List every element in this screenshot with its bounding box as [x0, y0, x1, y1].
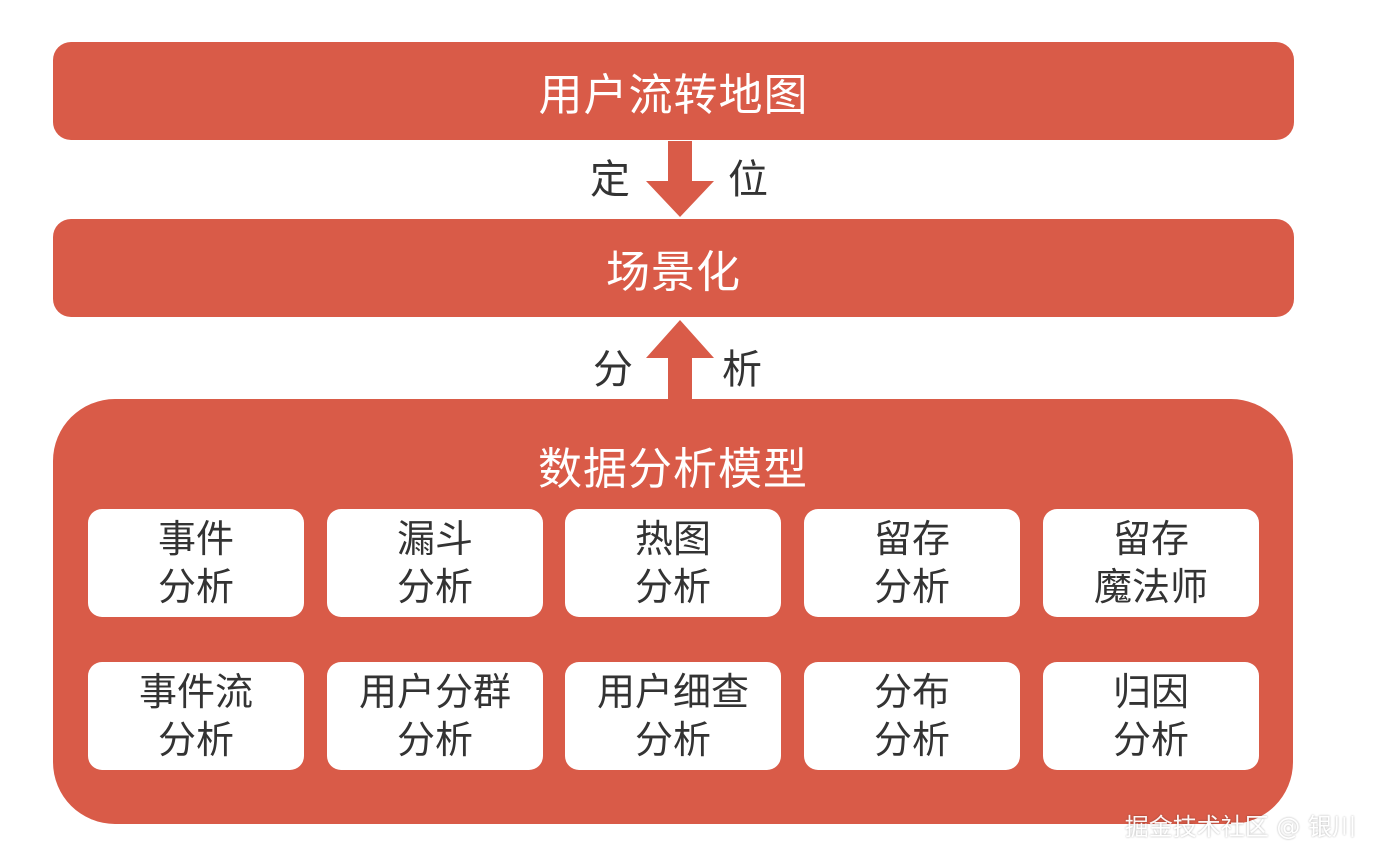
card-line1: 分布 — [873, 670, 950, 714]
model-card-heatmap-analysis: 热图 分析 — [565, 509, 781, 617]
card-line1: 用户分群 — [358, 670, 511, 714]
card-line2: 魔法师 — [1093, 565, 1208, 609]
arrow-down-icon — [646, 141, 714, 217]
locate-label-right: 位 — [728, 157, 768, 203]
model-card-retention-analysis: 留存 分析 — [804, 509, 1020, 617]
card-line2: 分析 — [873, 565, 950, 609]
card-line1: 留存 — [873, 517, 950, 561]
card-line2: 分析 — [1112, 718, 1189, 762]
user-flow-map-block: 用户流转地图 — [53, 42, 1294, 140]
card-line2: 分析 — [634, 565, 711, 609]
scenario-block: 场景化 — [53, 219, 1294, 317]
model-card-user-segment-analysis: 用户分群 分析 — [327, 662, 543, 770]
analysis-label-left: 分 — [593, 347, 633, 393]
card-line2: 分析 — [157, 718, 234, 762]
card-line1: 事件 — [157, 517, 234, 561]
arrow-up-icon — [646, 320, 714, 400]
model-card-distribution-analysis: 分布 分析 — [804, 662, 1020, 770]
analysis-label-right: 析 — [722, 347, 762, 393]
user-flow-map-title: 用户流转地图 — [538, 70, 809, 121]
model-card-attribution-analysis: 归因 分析 — [1043, 662, 1259, 770]
scenario-title: 场景化 — [606, 247, 741, 298]
card-line1: 用户细查 — [596, 670, 749, 714]
card-line2: 分析 — [396, 718, 473, 762]
card-line1: 热图 — [634, 517, 711, 561]
card-line1: 漏斗 — [396, 517, 473, 561]
card-line1: 留存 — [1112, 517, 1189, 561]
card-line2: 分析 — [157, 565, 234, 609]
card-line2: 分析 — [873, 718, 950, 762]
card-line1: 事件流 — [138, 670, 253, 714]
watermark: 掘金技术社区 @ 银川 — [1124, 813, 1356, 841]
model-card-user-detail-analysis: 用户细查 分析 — [565, 662, 781, 770]
card-line1: 归因 — [1112, 670, 1189, 714]
card-line2: 分析 — [396, 565, 473, 609]
data-analysis-model-block: 数据分析模型 事件 分析 漏斗 分析 热图 分析 留存 分析 留存 魔法师 事件… — [53, 399, 1293, 824]
card-line2: 分析 — [634, 718, 711, 762]
model-card-funnel-analysis: 漏斗 分析 — [327, 509, 543, 617]
model-card-event-analysis: 事件 分析 — [88, 509, 304, 617]
model-card-event-flow-analysis: 事件流 分析 — [88, 662, 304, 770]
data-analysis-model-title: 数据分析模型 — [538, 444, 808, 495]
locate-label-left: 定 — [590, 157, 630, 203]
model-card-retention-wizard: 留存 魔法师 — [1043, 509, 1259, 617]
